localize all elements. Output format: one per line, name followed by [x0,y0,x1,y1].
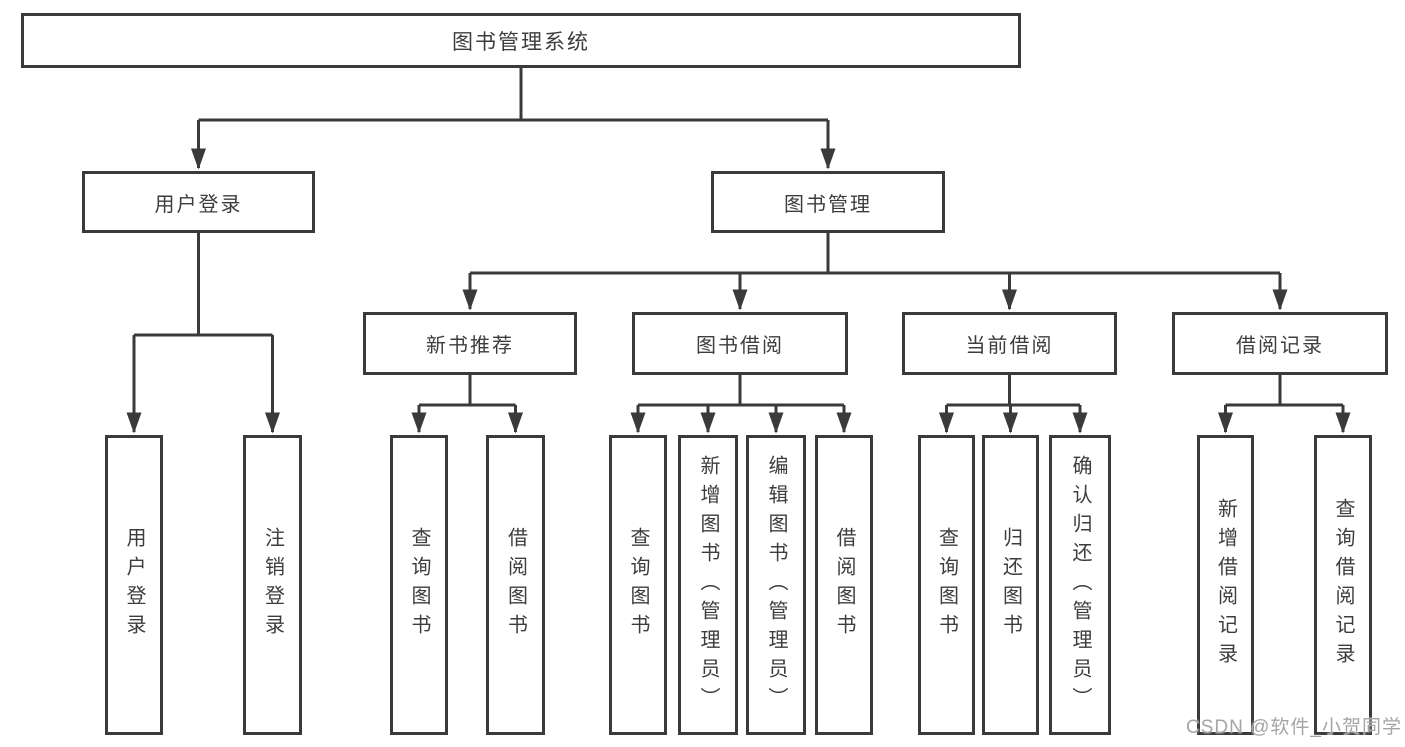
leaf-bb-edit-book-admin: 编辑图书（管理员） [746,435,806,735]
leaf-user-login-label: 用户登录 [123,527,145,643]
node-book-management: 图书管理 [711,171,945,233]
leaf-br-add-record: 新增借阅记录 [1197,435,1254,735]
leaf-br-add-record-label: 新增借阅记录 [1214,498,1237,672]
leaf-logout-label: 注销登录 [261,527,284,643]
node-user-login-label: 用户登录 [154,193,243,216]
node-root: 图书管理系统 [21,13,1021,68]
leaf-cb-return-book-label: 归还图书 [999,527,1022,643]
leaf-cb-query-book-label: 查询图书 [935,527,958,643]
leaf-cb-query-book: 查询图书 [918,435,975,735]
node-current-borrow: 当前借阅 [902,312,1117,375]
node-book-borrow: 图书借阅 [632,312,848,375]
node-book-management-label: 图书管理 [784,193,872,216]
leaf-cb-return-book: 归还图书 [982,435,1039,735]
node-book-borrow-label: 图书借阅 [696,335,784,357]
node-new-book-recommend-label: 新书推荐 [426,335,514,357]
node-root-label: 图书管理系统 [452,30,590,54]
leaf-nb-borrow-book-label: 借阅图书 [504,527,527,643]
leaf-br-query-record-label: 查询借阅记录 [1332,498,1354,672]
leaf-user-login: 用户登录 [105,435,163,735]
leaf-bb-borrow-book-label: 借阅图书 [833,527,855,643]
leaf-nb-query-book-label: 查询图书 [408,527,430,643]
leaf-bb-add-book-admin: 新增图书（管理员） [678,435,738,735]
leaf-cb-confirm-return-admin-label: 确认归还（管理员） [1069,454,1091,716]
leaf-nb-borrow-book: 借阅图书 [486,435,545,735]
leaf-bb-borrow-book: 借阅图书 [815,435,873,735]
node-current-borrow-label: 当前借阅 [965,335,1054,357]
leaf-bb-query-book-label: 查询图书 [627,527,649,643]
csdn-watermark: CSDN @软件_小贺同学 [1186,717,1402,738]
node-user-login: 用户登录 [82,171,315,233]
node-new-book-recommend: 新书推荐 [363,312,577,375]
leaf-nb-query-book: 查询图书 [390,435,448,735]
leaf-cb-confirm-return-admin: 确认归还（管理员） [1049,435,1111,735]
leaf-br-query-record: 查询借阅记录 [1314,435,1372,735]
leaf-bb-add-book-admin-label: 新增图书（管理员） [697,454,719,716]
leaf-logout: 注销登录 [243,435,302,735]
leaf-bb-edit-book-admin-label: 编辑图书（管理员） [765,454,787,716]
node-borrow-record: 借阅记录 [1172,312,1388,375]
node-borrow-record-label: 借阅记录 [1236,335,1324,357]
leaf-bb-query-book: 查询图书 [609,435,667,735]
